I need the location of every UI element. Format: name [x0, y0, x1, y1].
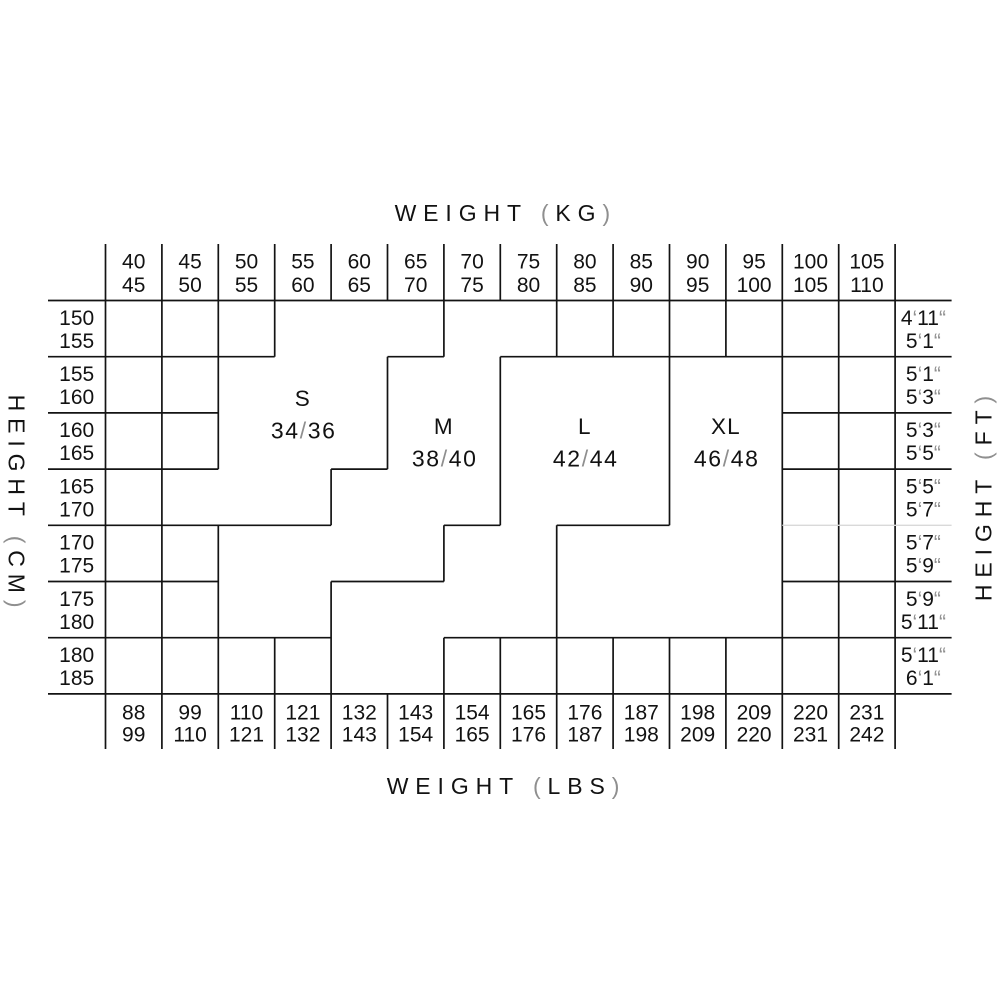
- svg-text:187: 187: [567, 723, 602, 746]
- svg-text:121: 121: [285, 701, 320, 724]
- svg-text:5‘7“: 5‘7“: [906, 532, 941, 555]
- svg-text:95: 95: [742, 251, 765, 274]
- svg-text:55: 55: [235, 274, 258, 297]
- svg-text:S: S: [295, 386, 311, 411]
- svg-text:90: 90: [686, 251, 709, 274]
- svg-text:85: 85: [630, 251, 653, 274]
- svg-text:105: 105: [793, 274, 828, 297]
- svg-text:175: 175: [59, 588, 94, 611]
- svg-text:5‘11“: 5‘11“: [901, 611, 946, 634]
- svg-text:75: 75: [517, 251, 540, 274]
- svg-text:4‘11“: 4‘11“: [901, 307, 946, 330]
- svg-text:165: 165: [455, 723, 490, 746]
- svg-text:165: 165: [59, 475, 94, 498]
- svg-text:165: 165: [511, 701, 546, 724]
- svg-text:209: 209: [680, 723, 715, 746]
- svg-text:5‘7“: 5‘7“: [906, 498, 941, 521]
- svg-text:176: 176: [567, 701, 602, 724]
- svg-text:5‘1“: 5‘1“: [906, 330, 941, 353]
- svg-text:154: 154: [398, 723, 433, 746]
- svg-text:65: 65: [348, 274, 371, 297]
- svg-text:220: 220: [793, 701, 828, 724]
- svg-text:70: 70: [460, 251, 483, 274]
- svg-text:121: 121: [229, 723, 264, 746]
- svg-text:5‘3“: 5‘3“: [906, 386, 941, 409]
- svg-text:42/44: 42/44: [553, 445, 619, 471]
- svg-text:110: 110: [230, 701, 263, 724]
- svg-text:60: 60: [348, 251, 371, 274]
- svg-text:95: 95: [686, 274, 709, 297]
- svg-text:99: 99: [178, 701, 201, 724]
- svg-text:WEIGHT (KG): WEIGHT (KG): [395, 200, 617, 226]
- svg-text:242: 242: [849, 723, 884, 746]
- svg-text:5‘9“: 5‘9“: [906, 588, 941, 611]
- svg-text:105: 105: [849, 251, 884, 274]
- svg-text:150: 150: [59, 307, 94, 330]
- svg-text:180: 180: [59, 611, 94, 634]
- svg-text:160: 160: [59, 419, 94, 442]
- svg-text:WEIGHT (LBS): WEIGHT (LBS): [387, 773, 627, 799]
- svg-text:132: 132: [285, 723, 320, 746]
- svg-text:185: 185: [59, 667, 94, 690]
- svg-text:198: 198: [624, 723, 659, 746]
- svg-text:187: 187: [624, 701, 659, 724]
- svg-text:5‘5“: 5‘5“: [906, 475, 941, 498]
- svg-text:99: 99: [122, 723, 145, 746]
- svg-text:46/48: 46/48: [694, 445, 760, 471]
- svg-text:50: 50: [235, 251, 258, 274]
- svg-text:80: 80: [517, 274, 540, 297]
- svg-text:85: 85: [573, 274, 596, 297]
- svg-text:40: 40: [122, 251, 145, 274]
- svg-text:170: 170: [59, 532, 94, 555]
- svg-text:176: 176: [511, 723, 546, 746]
- svg-text:100: 100: [793, 251, 828, 274]
- svg-text:231: 231: [849, 701, 884, 724]
- svg-text:75: 75: [460, 274, 483, 297]
- svg-text:220: 220: [737, 723, 772, 746]
- svg-text:110: 110: [850, 274, 883, 297]
- svg-text:160: 160: [59, 386, 94, 409]
- svg-text:70: 70: [404, 274, 427, 297]
- svg-text:5‘5“: 5‘5“: [906, 442, 941, 465]
- svg-text:65: 65: [404, 251, 427, 274]
- svg-text:90: 90: [630, 274, 653, 297]
- svg-text:50: 50: [178, 274, 201, 297]
- svg-text:80: 80: [573, 251, 596, 274]
- svg-text:100: 100: [737, 274, 772, 297]
- svg-text:34/36: 34/36: [271, 418, 337, 444]
- svg-text:5‘1“: 5‘1“: [906, 363, 941, 386]
- svg-text:5‘3“: 5‘3“: [906, 419, 941, 442]
- svg-text:231: 231: [793, 723, 828, 746]
- svg-text:209: 209: [737, 701, 772, 724]
- svg-text:170: 170: [59, 498, 94, 521]
- svg-text:38/40: 38/40: [412, 445, 478, 471]
- svg-text:M: M: [434, 414, 454, 439]
- svg-text:143: 143: [342, 723, 377, 746]
- svg-text:45: 45: [122, 274, 145, 297]
- svg-text:154: 154: [455, 701, 490, 724]
- svg-text:HEIGHT (FT): HEIGHT (FT): [971, 389, 997, 601]
- svg-text:60: 60: [291, 274, 314, 297]
- svg-text:143: 143: [398, 701, 433, 724]
- svg-text:175: 175: [59, 555, 94, 578]
- svg-text:88: 88: [122, 701, 145, 724]
- svg-text:155: 155: [59, 330, 94, 353]
- svg-text:198: 198: [680, 701, 715, 724]
- svg-text:XL: XL: [711, 414, 741, 439]
- svg-text:6‘1“: 6‘1“: [906, 667, 941, 690]
- svg-text:55: 55: [291, 251, 314, 274]
- svg-text:L: L: [578, 414, 592, 439]
- svg-text:45: 45: [178, 251, 201, 274]
- svg-text:180: 180: [59, 644, 94, 667]
- svg-text:5‘11“: 5‘11“: [901, 644, 946, 667]
- svg-text:155: 155: [59, 363, 94, 386]
- svg-text:110: 110: [173, 723, 206, 746]
- svg-text:165: 165: [59, 442, 94, 465]
- svg-text:132: 132: [342, 701, 377, 724]
- svg-text:HEIGHT (CM): HEIGHT (CM): [3, 395, 29, 615]
- svg-text:5‘9“: 5‘9“: [906, 555, 941, 578]
